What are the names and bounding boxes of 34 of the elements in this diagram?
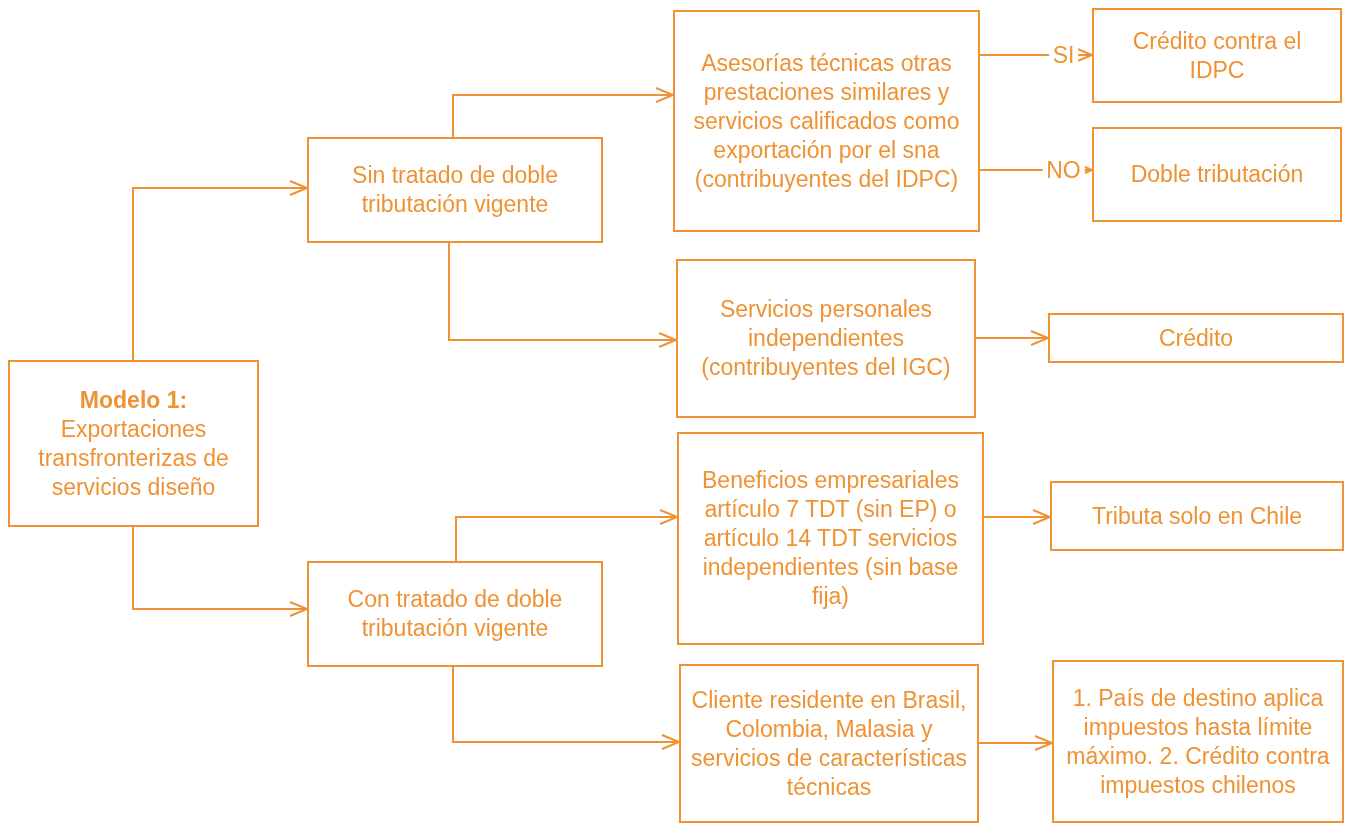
arrow [452, 87, 674, 138]
box-text: Crédito contra el IDPC [1131, 26, 1303, 85]
box-text: Doble tributación [1130, 160, 1304, 189]
box-text: Cliente residente en Brasil, Colombia, Malasia y servicios de características técnicas [689, 685, 969, 802]
arrow [455, 509, 678, 562]
box-text: Servicios personales independientes (contribuyentes del IGC) [700, 295, 952, 382]
process-box [1050, 481, 1344, 551]
arrow [975, 330, 1049, 346]
process-box [1052, 660, 1344, 823]
box-heading: Modelo 1: [79, 385, 188, 415]
arrow [978, 735, 1053, 751]
process-box [673, 10, 980, 232]
arrow [983, 509, 1051, 525]
box-text: Beneficios empresariales artículo 7 TDT (sin EP) o artículo 14 TDT servicios independientes (sin base fija) [701, 466, 960, 611]
box-text: Sin tratado de doble tributación vigente [351, 161, 559, 219]
box-text: Asesorías técnicas otras prestaciones similares y servicios calificados como exportación por el sna (contribuyentes del IDPC) [692, 48, 961, 194]
arrow [452, 666, 680, 750]
box-text: Con tratado de doble tributación vigente [346, 585, 564, 643]
arrow [132, 180, 308, 361]
process-box [8, 360, 259, 527]
process-box [677, 432, 984, 645]
box-text: 1. País de destino aplica impuestos hasta límite máximo. 2. Crédito contra impuestos chilenos [1065, 683, 1331, 800]
process-box [1092, 127, 1342, 222]
arrow [132, 526, 308, 617]
process-box [679, 664, 979, 823]
box-text: Exportaciones transfronterizas de servicios diseño [37, 414, 230, 502]
process-box [676, 259, 976, 418]
process-box [307, 137, 603, 243]
arrow [448, 242, 677, 348]
box-text: Crédito [1158, 323, 1234, 353]
process-box [307, 561, 603, 667]
process-box [1048, 313, 1344, 363]
process-box [1092, 8, 1342, 103]
box-text: Tributa solo en Chile [1091, 501, 1303, 531]
